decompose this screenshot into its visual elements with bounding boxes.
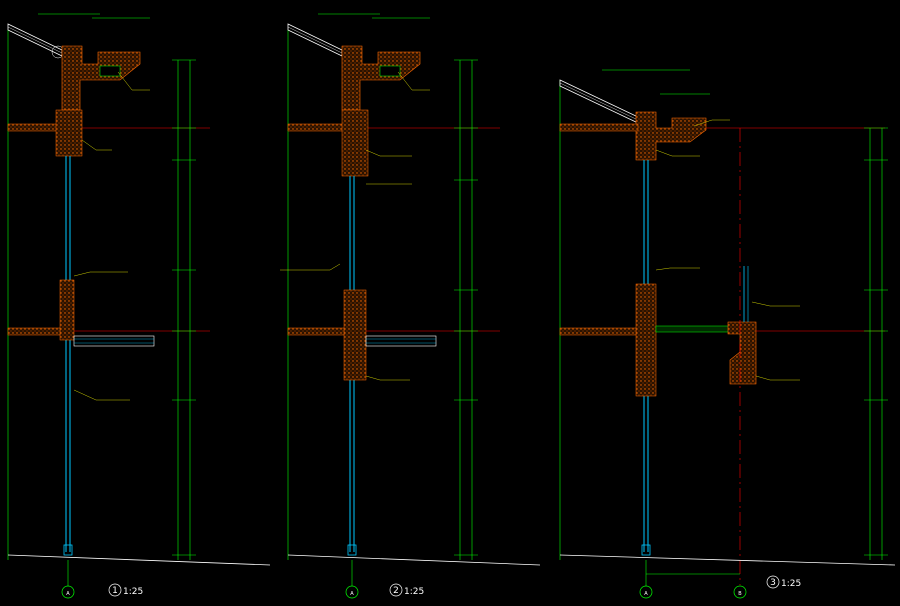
canopy-louver (73, 335, 155, 347)
section-detail-2: A 2 1:25 (280, 13, 541, 599)
vertical-dimension-chain (454, 59, 478, 560)
axis-bubble (639, 585, 653, 599)
detail-scale: 1:25 (404, 587, 424, 597)
detail-number: 2 (393, 586, 399, 596)
annotation-leaders (655, 119, 800, 381)
floor-edge (59, 279, 75, 341)
section-detail-1: A 1 1:25 (7, 13, 271, 599)
floor-slab (287, 327, 345, 336)
annotation-leaders (280, 71, 430, 381)
detail-number-bubble (766, 575, 780, 589)
axis-label: A (644, 591, 648, 597)
axis-bubble (345, 585, 359, 599)
ground-line (7, 554, 271, 566)
detail-scale: 1:25 (123, 587, 143, 597)
floor-edge (635, 283, 657, 397)
detail-scale: 1:25 (781, 579, 801, 589)
axis-label: A (350, 591, 354, 597)
axis-label: A (66, 591, 70, 597)
vertical-dimension-chain (172, 59, 196, 560)
ground-line (559, 554, 896, 566)
detail-number-bubble (108, 583, 122, 597)
beam (55, 109, 83, 157)
railing (743, 266, 749, 322)
roof-slab (287, 123, 345, 132)
floor-slab (7, 327, 61, 336)
cornice-block (635, 111, 707, 161)
section-detail-3: A B 3 1:25 (559, 69, 896, 599)
vertical-dimension-chain (864, 127, 888, 560)
ground-line (287, 554, 541, 566)
detail-number-bubble (389, 583, 403, 597)
balcony-slab (655, 325, 737, 333)
detail-number: 1 (112, 586, 118, 596)
floor-slab (559, 327, 637, 336)
canopy-louver (365, 335, 437, 347)
floor-edge (343, 289, 367, 381)
glass-mullion (63, 156, 73, 556)
axis-bubble (733, 585, 747, 599)
axis-label: B (738, 591, 742, 597)
roof-slab (559, 123, 639, 132)
beam (341, 109, 369, 177)
axis-bubble (61, 585, 75, 599)
detail-number: 3 (770, 578, 776, 588)
annotation-leaders (73, 71, 150, 401)
balcony-upstand (727, 321, 757, 385)
